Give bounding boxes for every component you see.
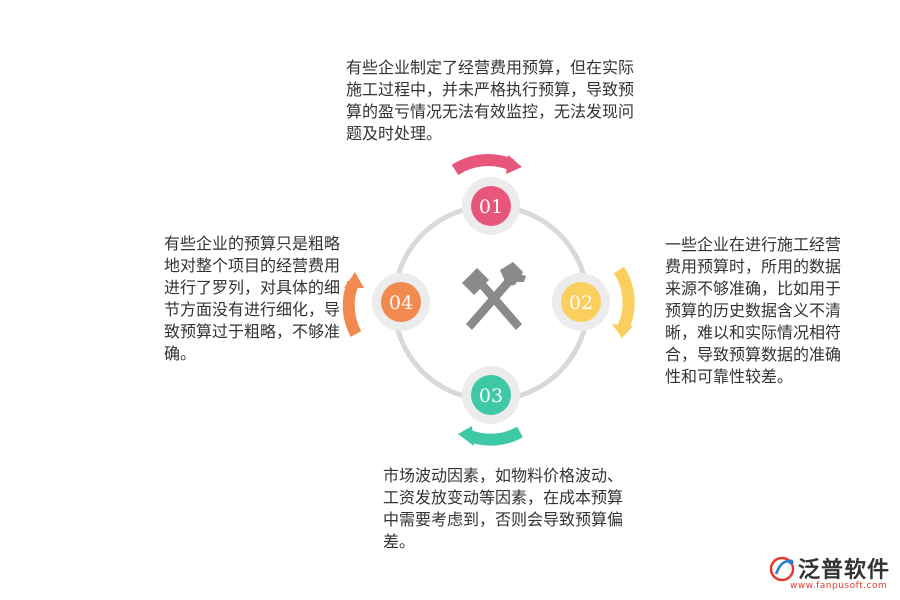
- arrow-step-3: [467, 426, 523, 446]
- arrow-step-4-head: [344, 272, 364, 288]
- arrow-step-1: [451, 154, 515, 176]
- node-01-fill: [471, 186, 511, 226]
- node-04: 04: [372, 273, 430, 331]
- step-02-description: 一些企业在进行施工经营费用预算时，所用的数据来源不够准确，比如用于预算的历史数据…: [665, 235, 842, 386]
- brand-url: www.fanpusoft.com: [790, 581, 888, 591]
- node-02: 02: [552, 273, 610, 331]
- step-01-description: 有些企业制定了经营费用预算，但在实际施工过程中，并未严格执行预算，导致预算的盈亏…: [346, 58, 635, 143]
- node-03-number: 03: [479, 385, 503, 407]
- node-02-fill: [561, 282, 601, 322]
- node-04-fill: [381, 282, 421, 322]
- step-03-description: 市场波动因素，如物料价格波动、工资发放变动等因素，在成本预算中需要考虑到，否则会…: [383, 466, 624, 551]
- arrow-step-2: [613, 266, 635, 331]
- node-02-number: 02: [569, 292, 593, 314]
- node-04-number: 04: [389, 292, 413, 314]
- node-03: 03: [462, 366, 520, 424]
- arrow-step-4: [342, 280, 362, 337]
- arrow-step-2-head: [612, 324, 633, 338]
- arrow-step-1-head: [506, 155, 522, 174]
- brand-logo: 泛普软件 www.fanpusoft.com: [768, 552, 898, 596]
- node-01-number: 01: [479, 196, 503, 218]
- node-03-fill: [471, 375, 511, 415]
- arrow-step-3-head: [458, 426, 474, 446]
- brand-mark-icon: [769, 556, 795, 582]
- node-01: 01: [462, 177, 520, 235]
- step-04-description: 有些企业的预算只是粗略地对整个项目的经营费用进行了罗列，对具体的细节方面没有进行…: [164, 234, 341, 363]
- crossed-hammers-icon: [462, 262, 526, 330]
- brand-name: 泛普软件: [798, 558, 891, 583]
